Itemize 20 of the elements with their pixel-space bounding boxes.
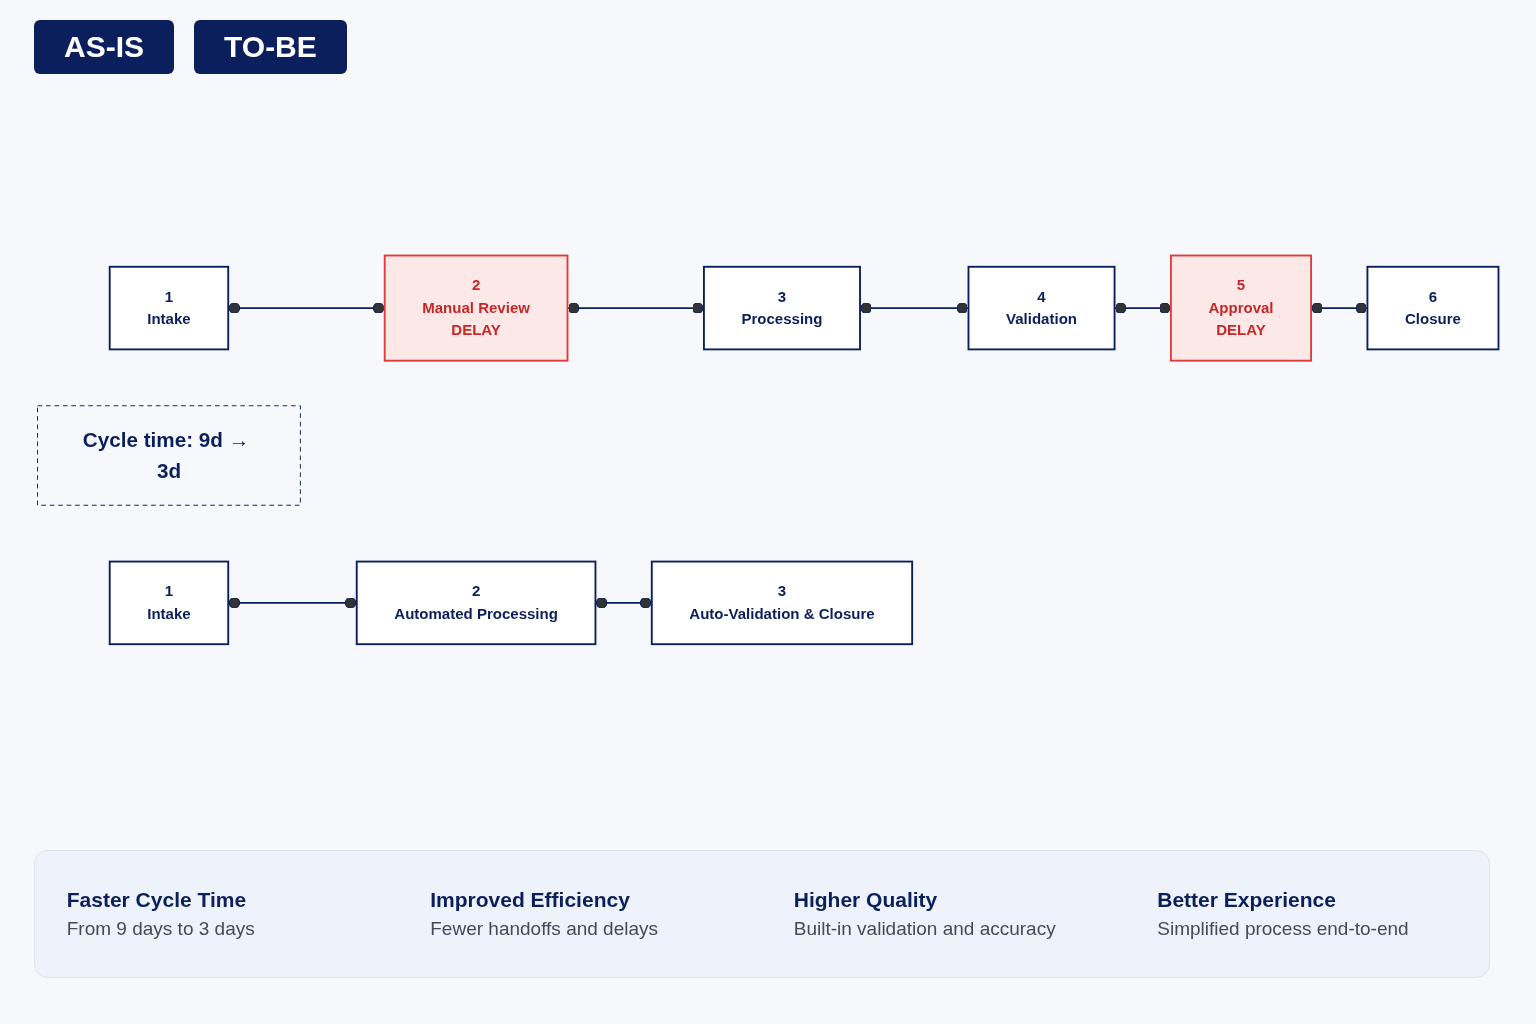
node-box: 6 Closure — [1366, 266, 1500, 351]
benefit-heading: Improved Efficiency — [430, 888, 631, 912]
node-box: 5 Approval DELAY — [1169, 254, 1313, 362]
benefit-description: From 9 days to 3 days — [66, 918, 256, 940]
node-box: 3 Processing — [702, 266, 861, 351]
node-box: 1 Intake — [108, 266, 230, 351]
benefit-description: Simplified process end-to-end — [1157, 918, 1410, 940]
node-box: 2 Automated Processing — [355, 560, 597, 646]
node-box: 3 Auto-Validation & Closure — [650, 560, 914, 646]
node-box: 1 Intake — [108, 560, 230, 646]
node-box: 2 Manual Review DELAY — [383, 254, 569, 362]
section-tag: AS-IS — [34, 20, 174, 74]
benefit-heading: Faster Cycle Time — [66, 888, 248, 912]
node-box: Cycle time: 9d → 3d — [37, 405, 301, 506]
benefit-heading: Better Experience — [1157, 888, 1337, 912]
benefit-description: Fewer handoffs and delays — [430, 918, 660, 940]
node-box: 4 Validation — [967, 266, 1116, 351]
section-tag: TO-BE — [194, 20, 347, 74]
benefit-description: Built-in validation and accuracy — [793, 918, 1057, 940]
benefit-heading: Higher Quality — [793, 888, 939, 912]
